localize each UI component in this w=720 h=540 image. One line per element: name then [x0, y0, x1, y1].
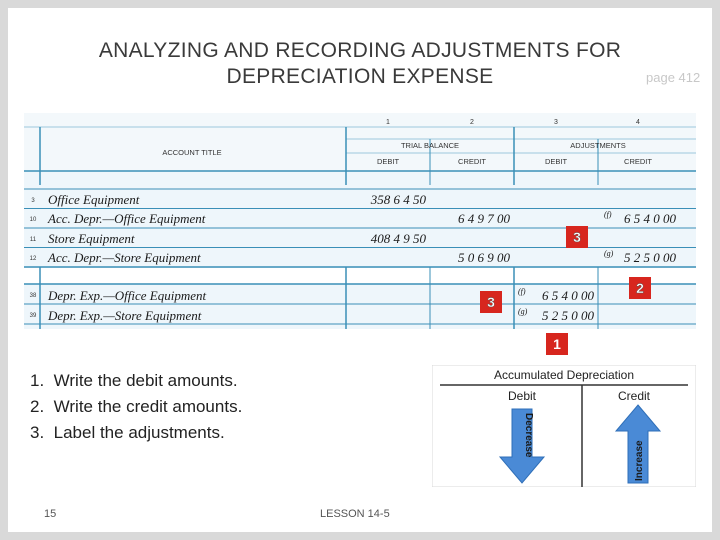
account-title: Acc. Depr.—Store Equipment	[47, 250, 201, 265]
account-title: Depr. Exp.—Office Equipment	[47, 288, 207, 303]
account-title-label: ACCOUNT TITLE	[162, 148, 221, 157]
instruction-steps: 1. Write the debit amounts. 2. Write the…	[30, 368, 242, 446]
title-line-2: DEPRECIATION EXPENSE	[226, 65, 494, 88]
account-title: Office Equipment	[48, 192, 140, 207]
row-num: 10	[30, 217, 37, 223]
t-account: Accumulated Depreciation Debit Credit De…	[431, 364, 697, 488]
svg-text:3: 3	[573, 229, 581, 245]
row-num: 3	[31, 198, 35, 204]
adj-debit-amount: 5 2 5 0 00	[542, 308, 595, 323]
page-reference: page 412	[646, 70, 701, 85]
adj-credit-label: CREDIT	[624, 157, 652, 166]
decrease-arrow-icon: Decrease	[498, 408, 546, 484]
account-title: Acc. Depr.—Office Equipment	[47, 211, 206, 226]
trial-balance-label: TRIAL BALANCE	[401, 141, 459, 150]
tb-credit-amount: 5 0 6 9 00	[458, 250, 511, 265]
svg-text:Increase: Increase	[634, 440, 645, 481]
adj-credit-amount: 6 5 4 0 00	[624, 211, 677, 226]
col-number-3: 3	[554, 119, 558, 126]
callout-3-debit: 3	[480, 291, 502, 313]
account-title: Depr. Exp.—Store Equipment	[47, 308, 202, 323]
t-account-credit-label: Credit	[618, 389, 651, 403]
slide-title: ANALYZING AND RECORDING ADJUSTMENTS FOR …	[30, 38, 690, 90]
step-3: 3. Label the adjustments.	[30, 423, 225, 442]
step-2: 2. Write the credit amounts.	[30, 397, 243, 416]
slide-number: 15	[44, 508, 57, 520]
row-num: 39	[30, 313, 37, 319]
adj-letter: (f)	[604, 210, 612, 219]
adj-debit-label: DEBIT	[545, 157, 568, 166]
tb-debit-label: DEBIT	[377, 157, 400, 166]
svg-text:3: 3	[487, 294, 495, 310]
col-number-2: 2	[470, 119, 474, 126]
adj-debit-amount: 6 5 4 0 00	[542, 288, 595, 303]
t-account-debit-label: Debit	[508, 389, 537, 403]
worksheet-header	[24, 113, 696, 171]
row-num: 38	[30, 293, 37, 299]
increase-arrow-icon: Increase	[614, 404, 662, 484]
lesson-label: LESSON 14-5	[320, 508, 390, 520]
step-1: 1. Write the debit amounts.	[30, 371, 238, 390]
callout-3-credit: 3	[566, 226, 588, 248]
worksheet: 1 2 3 4 TRIAL BALANCE ADJUSTMENTS ACCOUN…	[24, 113, 696, 329]
row-gap	[24, 268, 696, 284]
tb-debit-amount: 408 4 9 50	[371, 231, 427, 246]
t-account-title: Accumulated Depreciation	[494, 368, 634, 382]
tb-credit-label: CREDIT	[458, 157, 486, 166]
adj-letter: (f)	[518, 287, 526, 296]
adj-letter: (g)	[604, 249, 614, 258]
adjustments-label: ADJUSTMENTS	[570, 141, 625, 150]
col-number-1: 1	[386, 119, 390, 126]
tb-credit-amount: 6 4 9 7 00	[458, 211, 511, 226]
col-number-4: 4	[636, 119, 640, 126]
row-num: 11	[30, 237, 37, 243]
row-num: 12	[30, 256, 37, 262]
account-title: Store Equipment	[48, 231, 135, 246]
tb-debit-amount: 358 6 4 50	[370, 192, 427, 207]
callout-2: 2	[629, 277, 651, 299]
svg-text:2: 2	[636, 280, 644, 296]
adj-credit-amount: 5 2 5 0 00	[624, 250, 677, 265]
title-line-1: ANALYZING AND RECORDING ADJUSTMENTS FOR	[98, 39, 622, 62]
adj-letter: (g)	[518, 307, 528, 316]
callout-1: 1	[546, 333, 568, 355]
svg-text:Decrease: Decrease	[523, 413, 534, 458]
